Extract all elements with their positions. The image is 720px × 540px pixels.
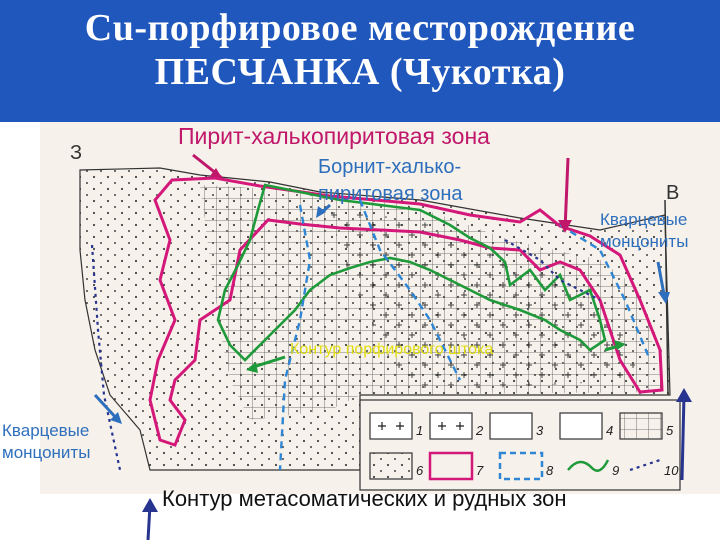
bornite-zone-label: Борнит-халько- пиритовая зона: [318, 154, 463, 208]
quartz-monzonites-right-label: Кварцевые монцониты: [600, 209, 688, 253]
porphyry-stock-contour-label: Контур порфирового штока: [290, 341, 493, 359]
legend-number-7: 7: [476, 463, 483, 478]
legend-number-2: 2: [476, 423, 483, 438]
pyrite-zone-label: Пирит-халькопиритовая зона: [178, 123, 490, 150]
legend-number-1: 1: [416, 423, 423, 438]
legend-number-6: 6: [416, 463, 423, 478]
quartz-monzonites-left-line-1: Кварцевые: [2, 420, 90, 442]
quartz-monzonites-left-line-2: монцониты: [2, 442, 90, 464]
legend-number-5: 5: [666, 423, 673, 438]
quartz-monzonites-right-line-1: Кварцевые: [600, 209, 688, 231]
bornite-zone-label-line-1: Борнит-халько-: [318, 154, 463, 181]
legend-number-9: 9: [612, 463, 619, 478]
west-marker: З: [70, 142, 82, 165]
quartz-monzonites-right-line-2: монцониты: [600, 231, 688, 253]
metasomatic-contour-label: Контур метасоматических и рудных зон: [162, 486, 567, 512]
legend-number-4: 4: [606, 423, 613, 438]
legend-number-3: 3: [536, 423, 543, 438]
bornite-zone-label-line-2: пиритовая зона: [318, 181, 463, 208]
east-marker: В: [666, 182, 679, 205]
legend-number-8: 8: [546, 463, 553, 478]
legend-number-10: 10: [664, 463, 678, 478]
quartz-monzonites-left-label: Кварцевые монцониты: [2, 420, 90, 464]
